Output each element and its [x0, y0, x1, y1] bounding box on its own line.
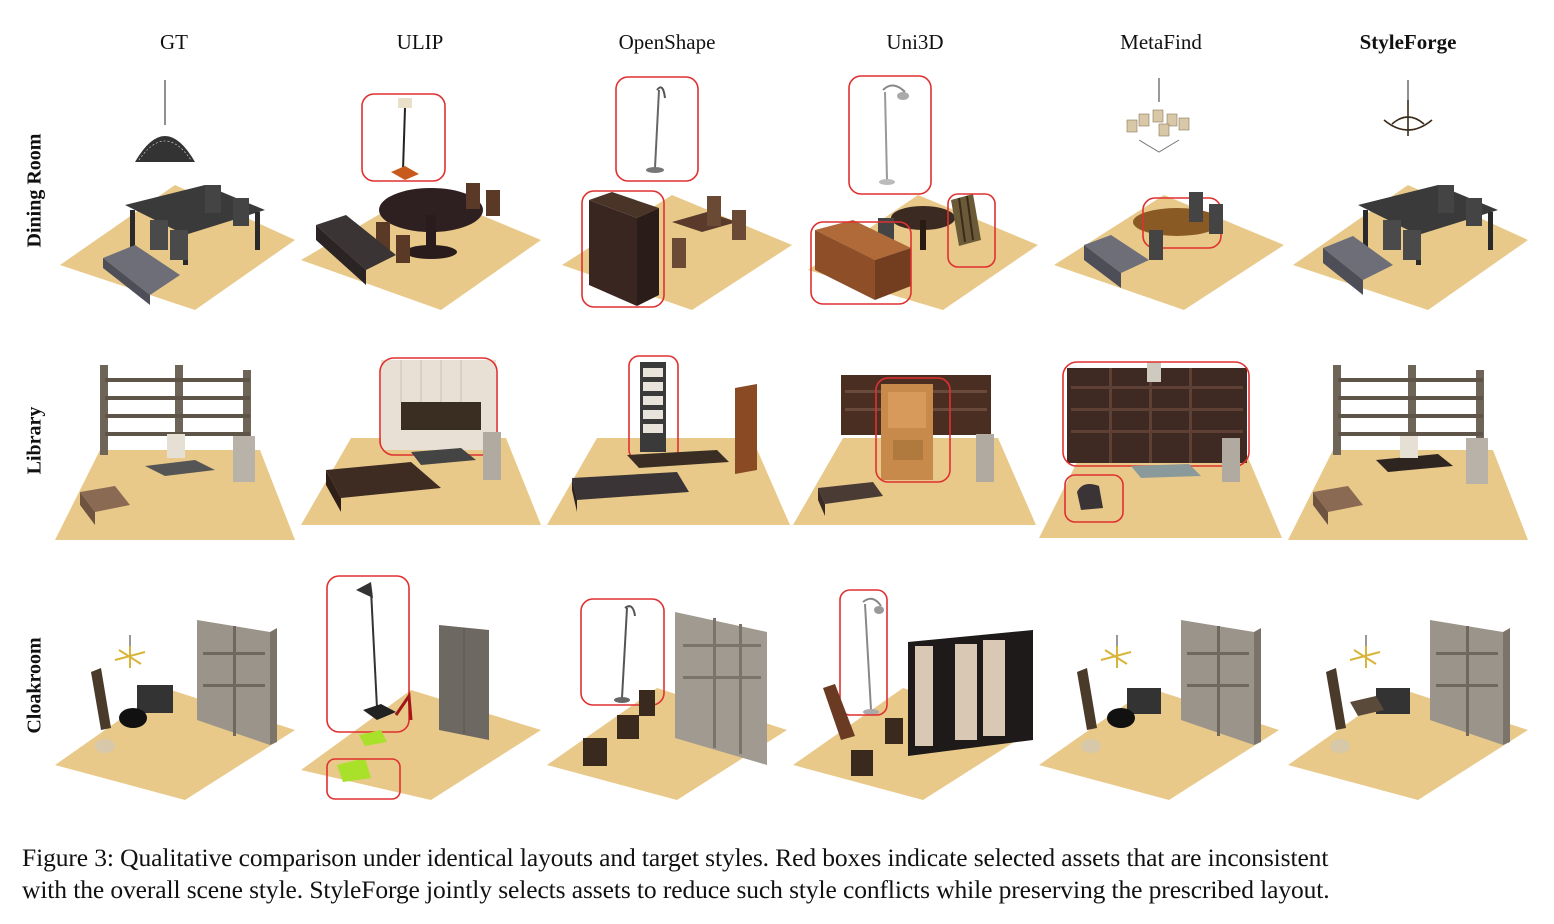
scene-cloakroom-gt	[55, 560, 301, 800]
scene-library-metafind	[1039, 320, 1285, 560]
column-header-metafind: MetaFind	[1120, 30, 1202, 54]
scene-dining-metafind	[1039, 70, 1285, 310]
scene-dining-openshape	[547, 70, 793, 310]
scene-library-gt	[55, 320, 301, 560]
scene-cloakroom-styleforge	[1288, 560, 1534, 800]
column-header-styleforge: StyleForge	[1359, 30, 1457, 54]
column-header-gt: GT	[160, 30, 188, 54]
row-label-library: Library	[23, 406, 46, 474]
scene-library-styleforge	[1288, 320, 1534, 560]
scene-cloakroom-openshape	[547, 560, 793, 800]
scene-cloakroom-ulip	[301, 560, 547, 800]
figure-caption: Figure 3: Qualitative comparison under i…	[22, 842, 1537, 906]
scene-dining-uni3d	[793, 70, 1039, 310]
caption-line-2: with the overall scene style. StyleForge…	[22, 875, 1330, 904]
row-label-dining-room: Dining Room	[23, 133, 46, 247]
scene-dining-ulip	[301, 70, 547, 310]
row-label-cloakroom: Cloakroom	[23, 636, 46, 734]
scene-library-uni3d	[793, 320, 1039, 560]
column-header-ulip: ULIP	[396, 30, 444, 54]
scene-library-ulip	[301, 320, 547, 560]
scene-library-openshape	[547, 320, 793, 560]
scene-dining-styleforge	[1288, 70, 1534, 310]
column-header-openshape: OpenShape	[618, 30, 716, 54]
scene-cloakroom-metafind	[1039, 560, 1285, 800]
scene-dining-gt	[55, 70, 301, 310]
caption-line-1: Figure 3: Qualitative comparison under i…	[22, 843, 1329, 872]
scene-cloakroom-uni3d	[793, 560, 1039, 800]
column-header-uni3d: Uni3D	[886, 30, 944, 54]
